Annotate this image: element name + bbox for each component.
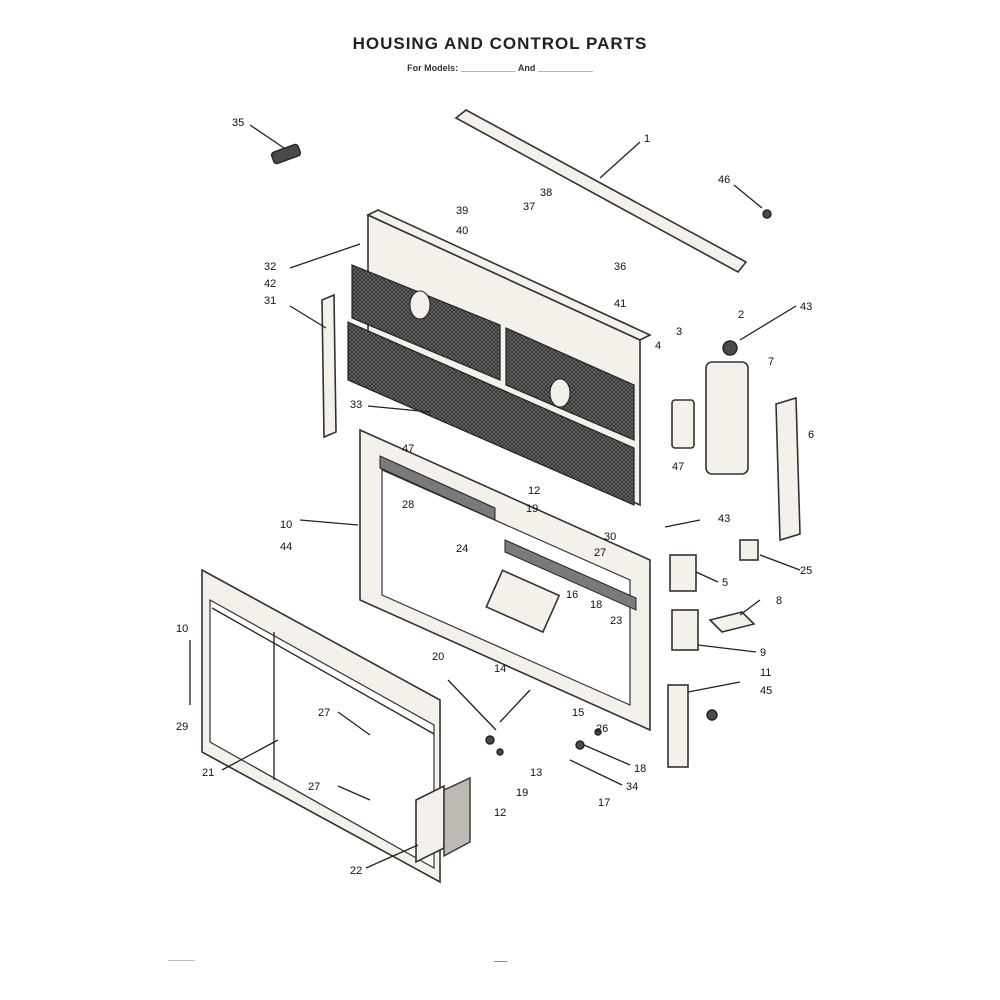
callout-43-top: 43 [800, 301, 812, 313]
callout-41: 41 [614, 298, 626, 310]
callout-12-low: 12 [494, 807, 506, 819]
callout-37: 37 [523, 201, 535, 213]
callout-27-low: 27 [308, 781, 320, 793]
callout-18-a: 18 [590, 599, 602, 611]
callout-27-left: 27 [318, 707, 330, 719]
callout-25: 25 [800, 565, 812, 577]
callout-19-a: 19 [526, 503, 538, 515]
callout-43-mid: 43 [718, 513, 730, 525]
callout-28: 28 [402, 499, 414, 511]
page-number: ___ [494, 953, 508, 962]
callout-7: 7 [768, 356, 774, 368]
callout-23: 23 [610, 615, 622, 627]
front-door-panel [201, 568, 441, 884]
callout-13: 13 [530, 767, 542, 779]
fastener-cluster [447, 679, 718, 756]
callout-40: 40 [456, 225, 468, 237]
bottom-access-cover [443, 776, 471, 858]
callout-44: 44 [280, 541, 292, 553]
callout-47-left: 47 [402, 443, 414, 455]
bottom-access-panel [415, 784, 445, 864]
top-trim-strip [454, 109, 748, 274]
callout-16: 16 [566, 589, 578, 601]
callout-45: 45 [760, 685, 772, 697]
callout-21: 21 [202, 767, 214, 779]
screw-part [762, 209, 772, 219]
callout-46: 46 [718, 174, 730, 186]
housing-panel-upper [347, 209, 652, 507]
callout-30: 30 [604, 531, 616, 543]
callout-4: 4 [655, 340, 661, 352]
callout-38: 38 [540, 187, 552, 199]
diagram-subtitle: For Models: ___________ And ___________ [407, 63, 593, 73]
callout-34: 34 [626, 781, 638, 793]
callout-labels: 35 1 46 38 37 39 40 36 32 42 31 41 2 43 … [176, 117, 814, 877]
callout-1: 1 [644, 133, 650, 145]
callout-3: 3 [676, 326, 682, 338]
control-panel-frame [359, 428, 651, 732]
callout-31: 31 [264, 295, 276, 307]
callout-24: 24 [456, 543, 468, 555]
callout-9: 9 [760, 647, 766, 659]
callout-36: 36 [614, 261, 626, 273]
callout-18-b: 18 [634, 763, 646, 775]
left-side-strip [321, 293, 337, 439]
callout-14: 14 [494, 663, 506, 675]
callout-42: 42 [264, 278, 276, 290]
callout-29: 29 [176, 721, 188, 733]
callout-27-mid: 27 [594, 547, 606, 559]
callout-19-b: 19 [516, 787, 528, 799]
right-side-components [667, 340, 801, 768]
callout-10: 10 [280, 519, 292, 531]
callout-8: 8 [776, 595, 782, 607]
control-knob-part [270, 143, 302, 165]
callout-47-right: 47 [672, 461, 684, 473]
callout-39: 39 [456, 205, 468, 217]
callout-12-top: 12 [528, 485, 540, 497]
callout-15: 15 [572, 707, 584, 719]
callout-11: 11 [760, 667, 771, 679]
callout-35: 35 [232, 117, 244, 129]
callout-26: 26 [596, 723, 608, 735]
leader-lines [189, 124, 801, 869]
callout-5: 5 [722, 577, 728, 589]
callout-6: 6 [808, 429, 814, 441]
callout-22: 22 [350, 865, 362, 877]
callout-32: 32 [264, 261, 276, 273]
diagram-code: ______ [168, 953, 195, 962]
diagram-title: HOUSING AND CONTROL PARTS [352, 34, 648, 53]
callout-2: 2 [738, 309, 744, 321]
callout-17: 17 [598, 797, 610, 809]
callout-33: 33 [350, 399, 362, 411]
callout-0: 10 [176, 623, 188, 635]
callout-20: 20 [432, 651, 444, 663]
